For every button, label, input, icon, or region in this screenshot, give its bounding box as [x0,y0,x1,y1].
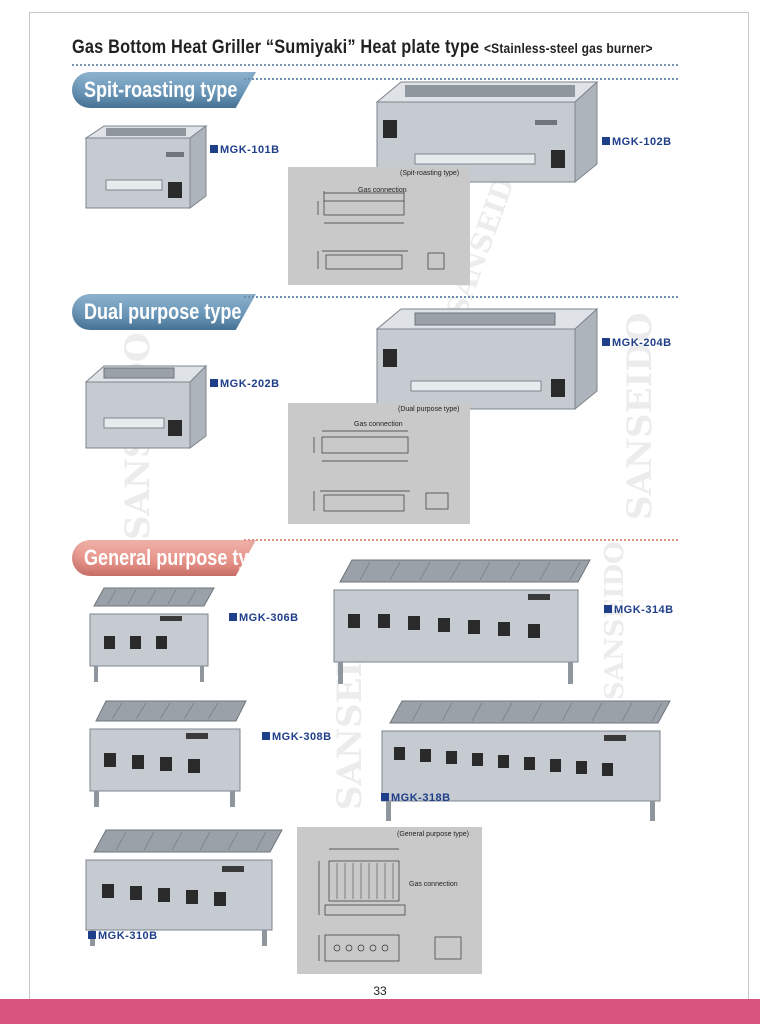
page-number: 33 [373,984,387,998]
diagram-drawing [318,848,462,962]
product-image-mgk-101b [84,125,208,209]
model-label: MGK-318B [381,792,451,804]
title-rule [72,64,678,66]
section-rule [244,296,678,298]
diagram-note: Gas connection [409,881,458,888]
diagram-note: Gas connection [358,187,407,194]
product-image-mgk-314b [333,559,591,684]
section-tab-dual-purpose: Dual purpose type [72,294,256,330]
dimension-diagram-spit: (Spit-roasting type) Gas connection [288,167,470,285]
model-label: MGK-102B [602,136,672,148]
diagram-drawing [317,191,445,270]
diagram-caption: (Spit-roasting type) [400,170,460,177]
product-image-mgk-204b [375,307,599,411]
watermark: SANSEIDO [600,541,630,700]
diagram-drawing [313,430,449,512]
model-label: MGK-202B [210,378,280,390]
model-label: MGK-314B [604,604,674,616]
section-rule [244,539,678,541]
model-label: MGK-308B [262,731,332,743]
diagram-caption: (Dual purpose type) [398,406,460,413]
footer-bar [0,999,760,1024]
model-label: MGK-306B [229,612,299,624]
product-image-mgk-310b [85,829,283,946]
section-tab-spit-roasting: Spit-roasting type [72,72,256,108]
product-image-mgk-318b [381,700,671,821]
section-rule [244,78,678,80]
model-label: MGK-204B [602,337,672,349]
title-subtitle: <Stainless-steel gas burner> [483,40,653,56]
product-image-mgk-306b [89,587,215,682]
dimension-diagram-dual: (Dual purpose type) Gas connection [288,403,470,524]
page-title: Gas Bottom Heat Griller “Sumiyaki” Heat … [72,37,653,59]
title-main: Gas Bottom Heat Griller “Sumiyaki” Heat … [72,37,480,58]
section-tab-general-purpose: General purpose type [72,540,256,576]
dimension-diagram-general: (General purpose type) Gas connection [297,827,482,974]
model-label: MGK-310B [88,930,158,942]
product-image-mgk-308b [89,700,247,807]
diagram-note: Gas connection [354,421,403,428]
diagram-caption: (General purpose type) [397,831,469,838]
product-image-mgk-202b [84,364,208,449]
model-label: MGK-101B [210,144,280,156]
